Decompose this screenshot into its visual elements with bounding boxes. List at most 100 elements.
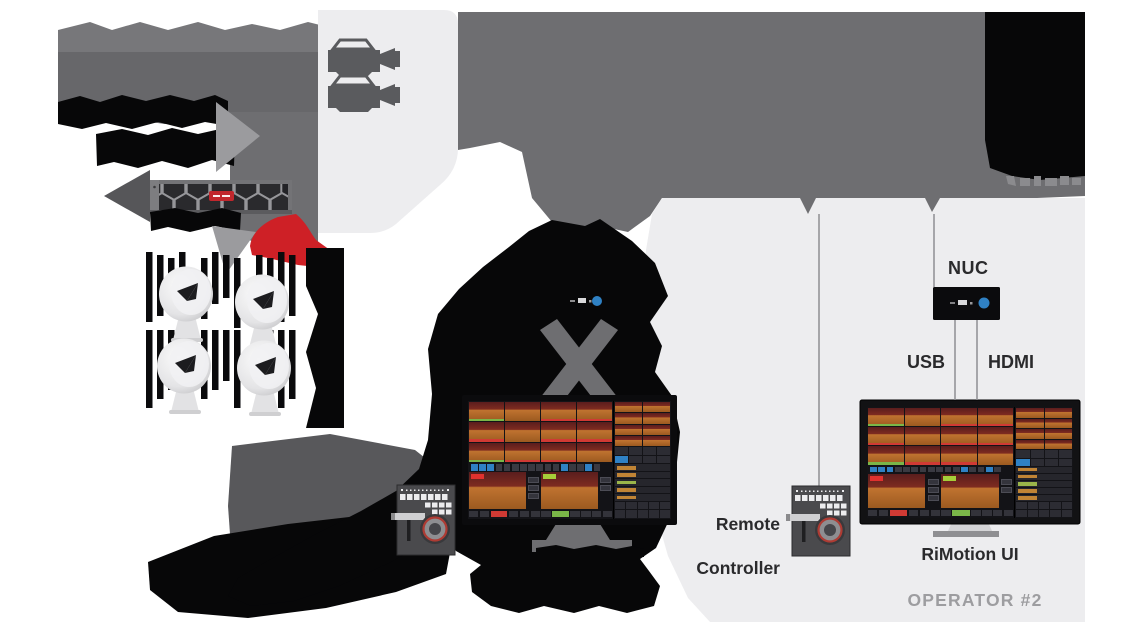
ui-toolbar-button	[528, 464, 535, 471]
ui-thumbnail-tag	[868, 442, 904, 446]
ui-sidebar-footer-buttons	[615, 501, 670, 518]
ui-video-thumbnail	[469, 402, 505, 422]
ui-sidebar-buttons	[615, 447, 670, 464]
ui-bottom-button	[469, 511, 479, 517]
ui-toolbar-button	[961, 466, 968, 473]
ui-sidebar-thumbnail	[643, 402, 670, 413]
ui-sidebar-button	[1016, 509, 1027, 517]
ui-toolbar-button	[593, 464, 601, 471]
ui-mid-button	[528, 485, 539, 492]
ui-clip-row	[615, 486, 670, 494]
ui-video-thumbnail	[505, 422, 541, 442]
ui-clip-row	[615, 479, 670, 486]
ui-sidebar	[613, 401, 671, 519]
ui-right-buttons	[1000, 474, 1014, 508]
ui-video-thumbnail	[577, 422, 613, 442]
degraded-text-bar	[289, 330, 296, 399]
ui-thumbnail-tag	[541, 459, 577, 463]
ui-clip-accent	[617, 473, 636, 477]
ui-thumbnail-tag	[904, 462, 941, 465]
ui-right-buttons	[599, 472, 613, 508]
ui-play-badge	[543, 474, 557, 480]
ui-toolbar-button	[471, 464, 478, 471]
ui-sidebar-button	[1039, 501, 1050, 509]
degraded-text-bar	[146, 330, 153, 408]
ui-toolbar-button	[577, 464, 584, 471]
ui-sidebar-button	[637, 510, 648, 518]
ui-sidebar-button	[1044, 458, 1058, 466]
ui-sidebar-button	[1030, 450, 1044, 458]
ui-mid-button	[927, 487, 939, 494]
ui-sidebar-button	[657, 455, 670, 464]
ui-video-thumbnail	[977, 446, 1014, 465]
ui-thumbnail-tag	[505, 459, 541, 463]
ui-sidebar-button	[615, 455, 629, 464]
ui-toolbar	[469, 463, 612, 471]
ui-video-thumbnail	[868, 408, 904, 427]
ui-sidebar-button	[615, 510, 626, 518]
ui-bottom-button	[490, 511, 508, 517]
ui-sidebar-button	[1027, 509, 1039, 517]
operator2-nuc	[933, 287, 1000, 320]
ui-video-thumbnail	[577, 442, 613, 463]
ui-sidebar-button	[626, 510, 637, 518]
ui-video-thumbnail	[977, 427, 1014, 446]
ui-sidebar-button	[1050, 509, 1061, 517]
ui-toolbar-button	[969, 466, 977, 473]
ui-thumbnail-tag	[577, 418, 613, 422]
ui-bottom-bar	[469, 510, 613, 518]
degraded-text-bar	[223, 255, 230, 298]
operator2-monitor-stand-base	[933, 531, 999, 537]
ui-toolbar-button	[927, 466, 935, 473]
ui-clip-accent	[1018, 488, 1038, 493]
ui-toolbar-button	[911, 466, 919, 473]
ui-mid-button	[600, 485, 611, 492]
ui-bottom-button	[908, 510, 919, 516]
ui-sidebar-thumbnail	[643, 435, 670, 447]
ui-sidebar-button	[1027, 501, 1039, 509]
nuc-power-led	[978, 297, 990, 309]
ui-multiviewer-grid	[868, 408, 1014, 465]
ui-sidebar-button	[1016, 458, 1030, 466]
ui-mid-buttons	[926, 474, 940, 508]
ui-sidebar-footer-buttons	[1016, 501, 1072, 517]
ui-clip-row	[615, 494, 670, 501]
degraded-text-left-1	[58, 95, 228, 129]
gray-arrow-left	[104, 170, 150, 222]
ui-sidebar-thumbnail	[643, 424, 670, 435]
ui-bottom-button	[530, 511, 540, 517]
ui-sidebar-thumbnail	[1016, 408, 1044, 418]
ui-clip-list	[615, 464, 670, 501]
degraded-text-bar	[289, 255, 296, 316]
top-right-degraded-text	[1006, 176, 1081, 186]
ui-clip-list	[1016, 466, 1072, 501]
ui-video-thumbnail	[577, 402, 613, 422]
ui-video-thumbnail	[868, 446, 904, 465]
ui-mid-button	[528, 493, 539, 500]
ui-video-thumbnail	[505, 402, 541, 422]
ui-mid-button	[927, 479, 939, 486]
ui-toolbar-button	[495, 464, 503, 471]
ui-clip-row	[1016, 487, 1072, 494]
ui-bottom-button	[479, 511, 490, 517]
ui-clip-accent	[1018, 474, 1038, 479]
ui-thumbnail-tag	[469, 418, 505, 422]
ui-main-area	[867, 407, 1014, 518]
ui-sidebar-thumbnail	[1044, 439, 1072, 450]
ui-preview-right	[541, 472, 598, 509]
degraded-text-left-2	[96, 128, 235, 168]
ui-record-badge	[471, 474, 484, 480]
ui-sidebar-button	[659, 501, 670, 510]
ui-bottom-button	[868, 510, 878, 516]
degraded-text-bar	[212, 252, 219, 304]
ui-thumbnail-tag	[941, 423, 977, 427]
ui-sidebar-button	[1050, 501, 1061, 509]
degraded-text-under-monitor	[536, 545, 644, 557]
ui-toolbar-button	[585, 464, 593, 471]
remote-controller-label: Remote Controller	[686, 491, 780, 579]
ui-sidebar-button	[1058, 450, 1072, 458]
ui-toolbar	[868, 466, 1013, 474]
ui-clip-accent	[617, 480, 636, 485]
ui-toolbar-button	[903, 466, 910, 473]
